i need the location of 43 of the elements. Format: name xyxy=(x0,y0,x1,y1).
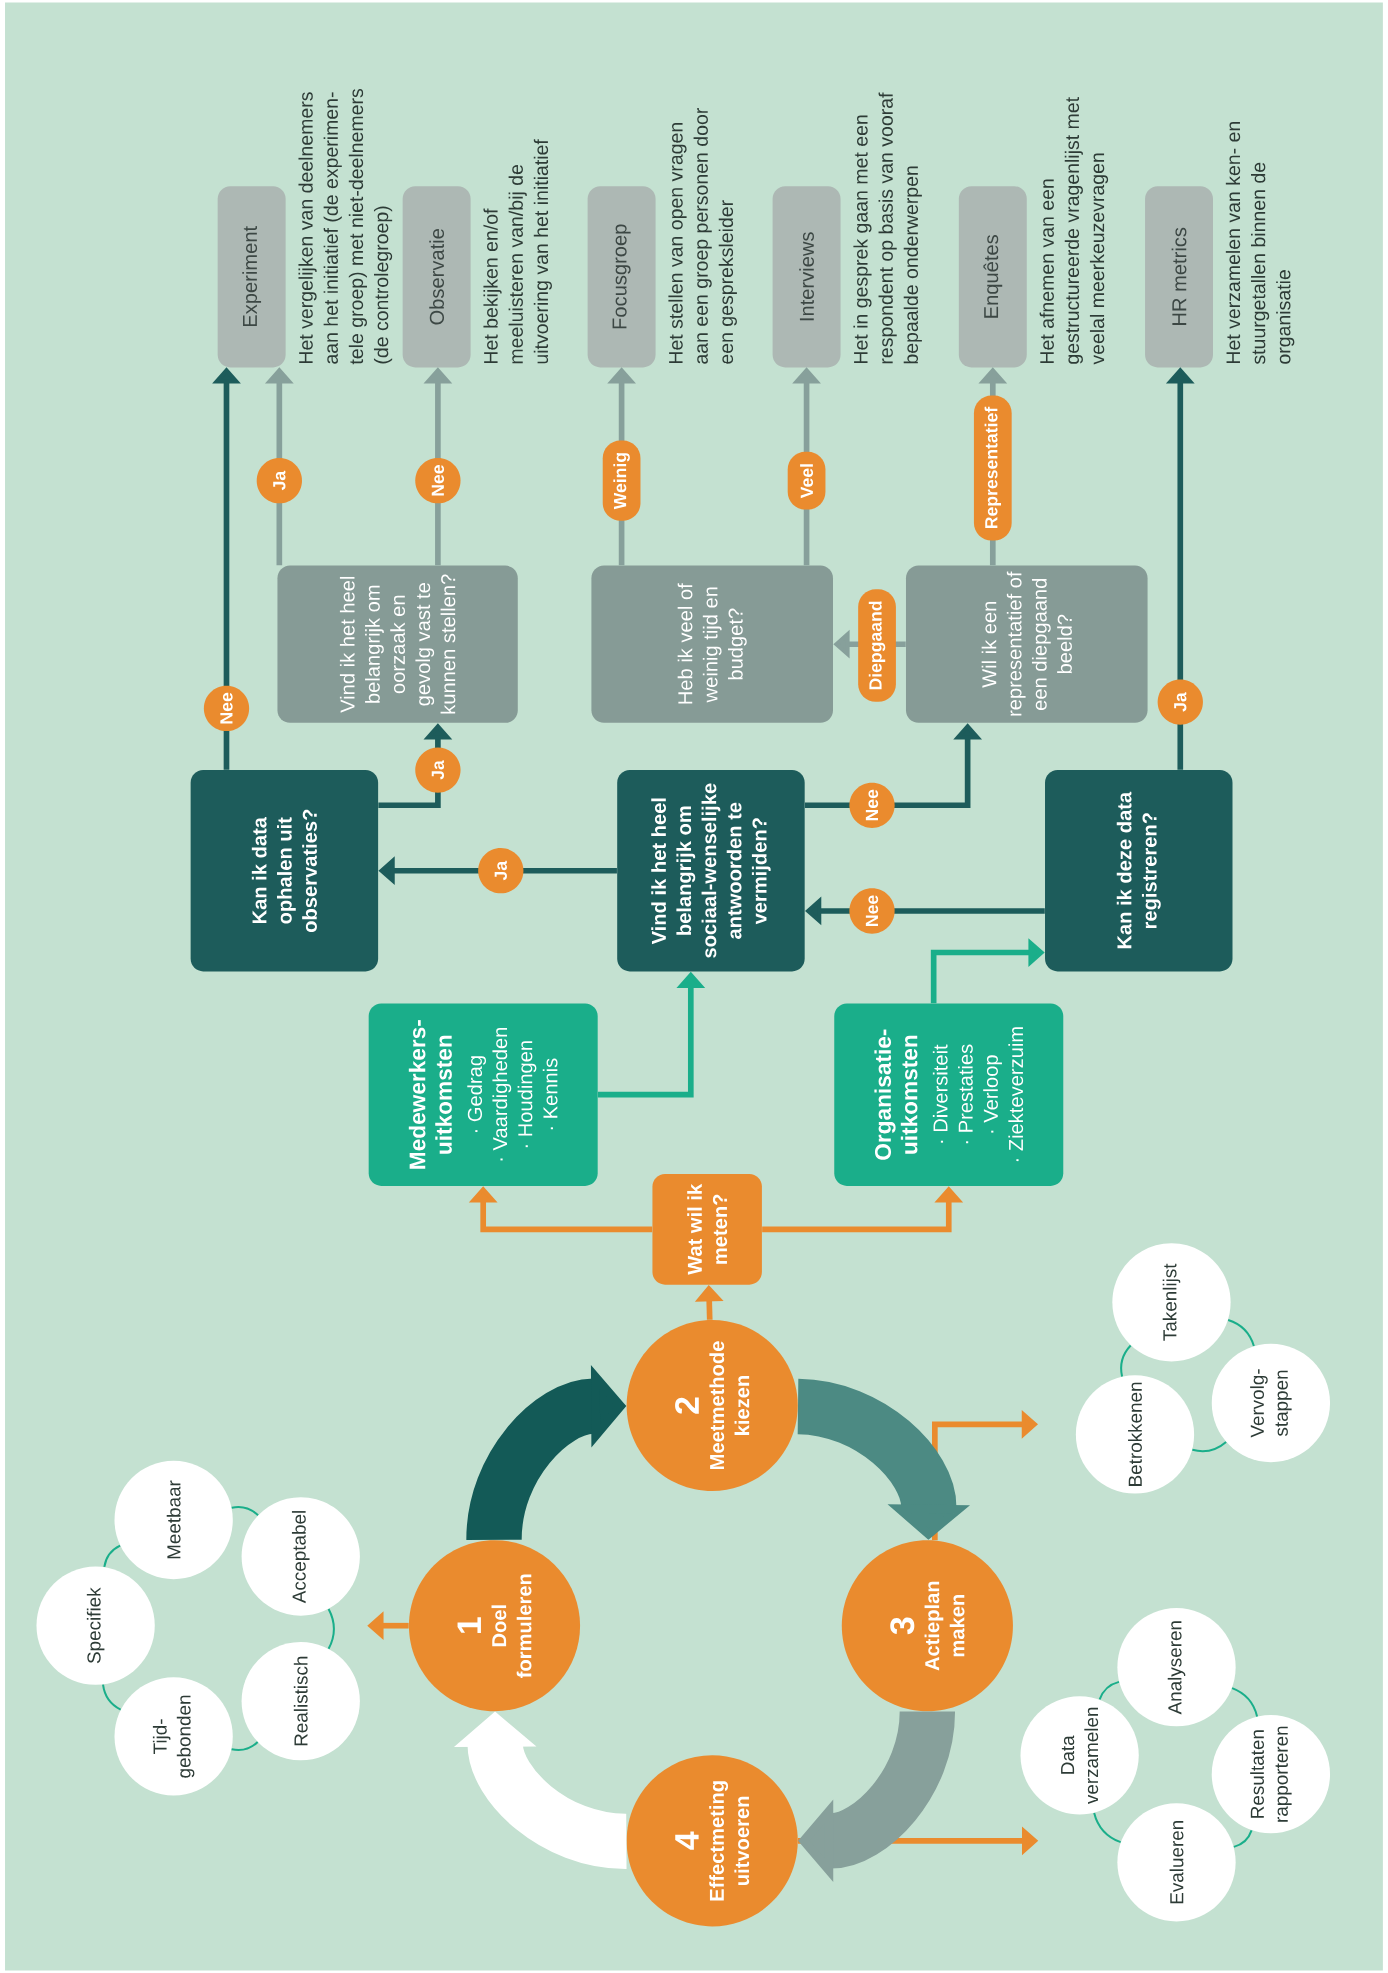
method-box: Experiment xyxy=(217,186,286,368)
edge-label: Nee xyxy=(849,782,895,828)
description-text: Het bekijken en/of meeluisteren van/bij de uitvoering van het initiatief xyxy=(483,139,552,364)
connector-line xyxy=(231,1505,259,1516)
description-text: Het in gesprek gaan met een respondent op basis van vooraf bepaalde onderwerpen xyxy=(853,92,922,364)
connector-line xyxy=(1192,1441,1227,1453)
edge-label: Ja xyxy=(1157,679,1203,725)
outcome-box: Organisatie- uitkomsten · Diversiteit · Prestaties · Verloop · Ziekteverzuim xyxy=(834,1003,1064,1186)
method-box: Interviews xyxy=(772,186,841,368)
decision-box: Kan ik deze data registreren? xyxy=(1045,770,1233,972)
edge-label: Nee xyxy=(203,685,250,732)
edge-label: Ja xyxy=(478,848,524,894)
decision-box: Kan ik data ophalen uit observaties? xyxy=(190,770,379,972)
description-text: Het afnemen van een gestructureerde vragenlijst met veelal meerkeuzevragen xyxy=(1039,97,1109,365)
connector-line xyxy=(1093,1812,1122,1844)
outcome-box: Medewerkers- uitkomsten · Gedrag · Vaardigheden · Houdingen · Kennis xyxy=(368,1003,598,1186)
decision-box: Vind ik het heel belangrijk om sociaal-wenselijke antwoorden te vermijden? xyxy=(617,770,805,972)
edge-label: Ja xyxy=(415,747,461,793)
edge-label: Ja xyxy=(256,458,303,504)
connector-line xyxy=(231,1741,259,1752)
edge-label: Nee xyxy=(849,888,895,934)
description-text: Het vergelijken van deelnemers aan het initiatief (de experimen- tele groep) met niet-deelnemers (de controlegroep) xyxy=(298,88,393,365)
question-box: Heb ik veel of weinig tijd en budget? xyxy=(591,565,834,723)
method-box: Enquêtes xyxy=(958,186,1027,368)
edge-label: Veel xyxy=(787,451,826,510)
question-box: Wat wil ik meten? xyxy=(652,1173,762,1285)
connector-line xyxy=(1233,1830,1253,1848)
edge-label: Diepgaand xyxy=(858,589,896,702)
connector-line xyxy=(1227,1319,1255,1347)
edge-label: Nee xyxy=(415,458,461,504)
connector-line xyxy=(1098,1680,1120,1700)
description-text: Het stellen van open vragen aan een groep personen door een gespreksleider xyxy=(668,108,737,364)
question-box: Vind ik het heel belangrijk om oorzaak en gevolg vast te kunnen stellen? xyxy=(277,565,518,723)
connector-line xyxy=(102,1684,122,1711)
question-box: Wil ik een representatief of een diepgaand beeld? xyxy=(906,565,1148,723)
connector-line xyxy=(1120,1344,1132,1377)
connector-line xyxy=(103,1544,121,1568)
description-text: Het verzamelen van ken- en stuurgetallen binnen de organisatie xyxy=(1225,122,1295,365)
connector-line xyxy=(327,1608,336,1650)
method-box: Observatie xyxy=(402,186,471,368)
method-box: Focusgroep xyxy=(587,186,656,368)
method-box: HR metrics xyxy=(1145,186,1214,368)
connector-line xyxy=(1231,1687,1259,1717)
